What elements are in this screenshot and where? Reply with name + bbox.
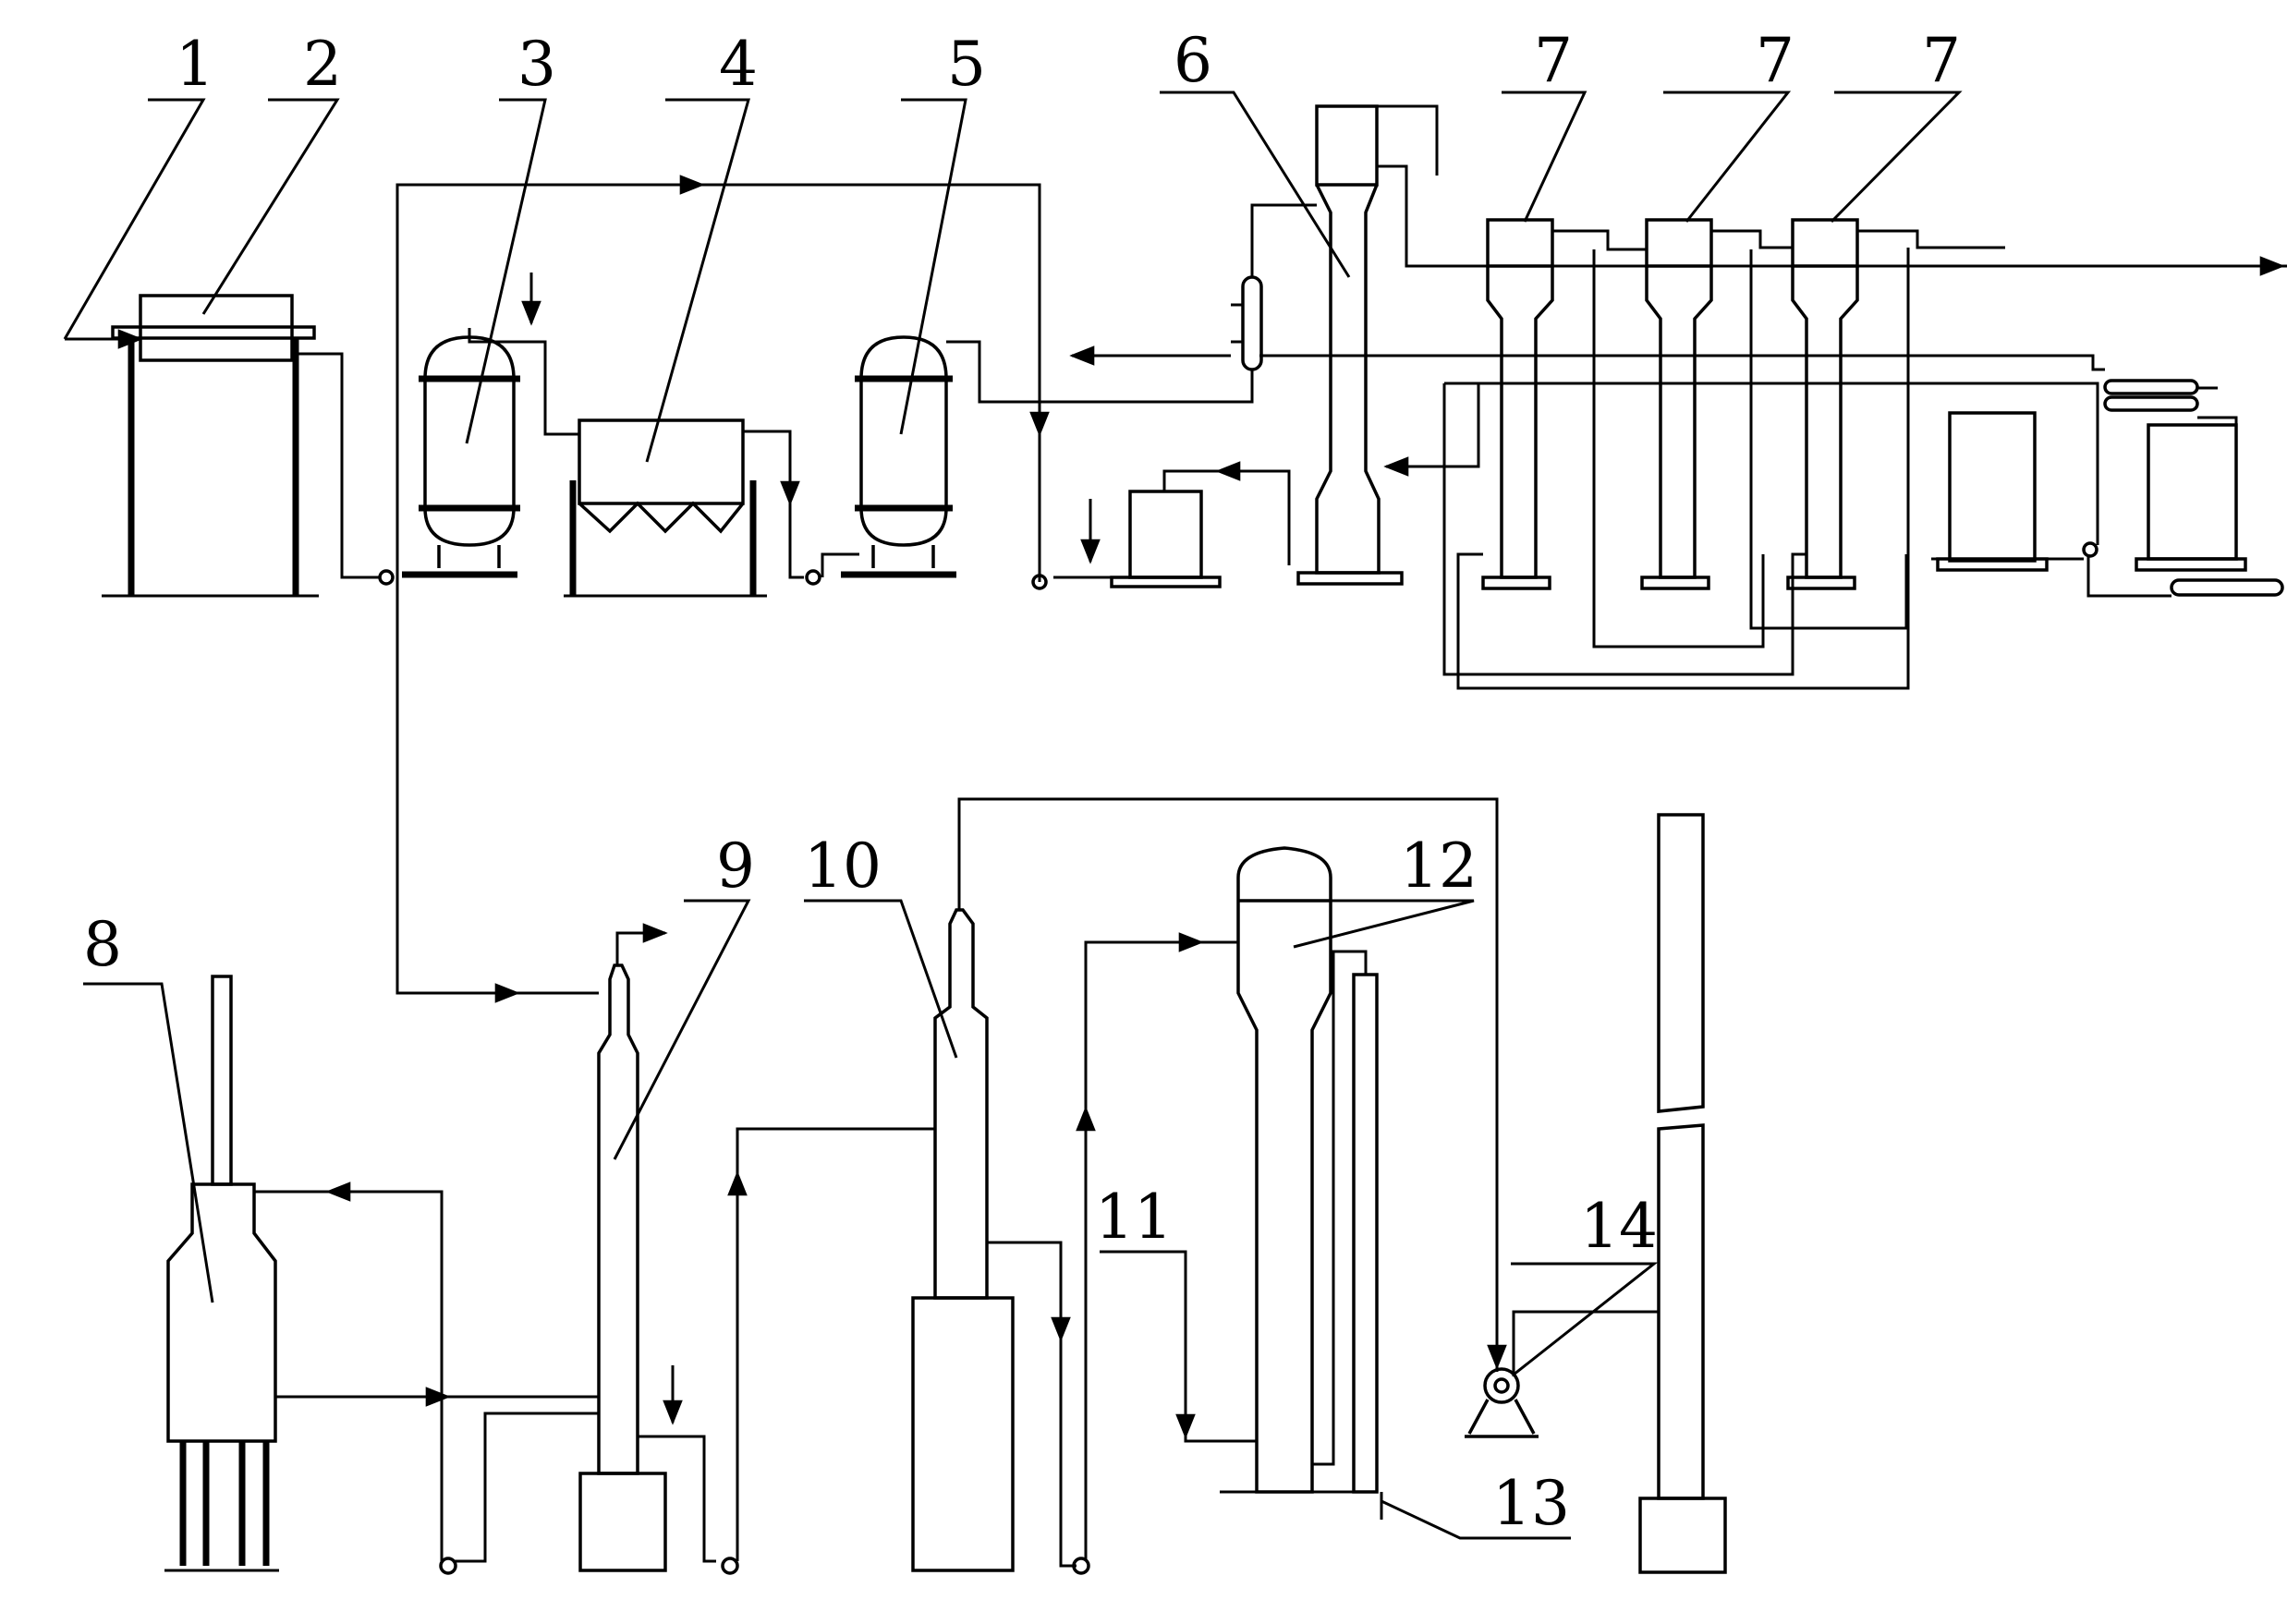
label-4: 4 [719, 29, 758, 100]
equipment-3-vessel [402, 328, 520, 578]
equipment-2-feed-tank [65, 294, 319, 598]
equipment-labels: 1 2 3 4 5 6 7 7 7 8 9 10 11 12 13 14 [83, 25, 1961, 1539]
label-6: 6 [1174, 25, 1212, 96]
equipment-4-mixer [564, 418, 767, 598]
equipment-10-column [911, 908, 1015, 1572]
leader-lines [63, 91, 1963, 1540]
condenser-coil [2103, 379, 2284, 597]
label-5: 5 [947, 29, 986, 100]
receiver-tank [1936, 411, 2049, 572]
label-10: 10 [804, 830, 882, 902]
equipment-7-column-a [1481, 218, 1554, 590]
label-12: 12 [1400, 830, 1478, 902]
top-piping [292, 104, 2287, 690]
label-2: 2 [303, 29, 342, 100]
label-3: 3 [517, 29, 556, 100]
label-11: 11 [1095, 1182, 1173, 1253]
label-8: 8 [83, 909, 122, 980]
equipment-9-column [578, 963, 667, 1572]
equipment-5-vessel [841, 335, 956, 578]
intermediate-tank [1110, 490, 1222, 588]
label-7-b: 7 [1756, 25, 1794, 96]
equipment-8-furnace [164, 975, 279, 1572]
label-7-c: 7 [1922, 25, 1961, 96]
equipment-14-fan [1465, 1367, 1539, 1438]
pump-bottom [439, 1557, 1090, 1575]
label-9: 9 [716, 830, 755, 902]
equipment-7-column-c [1786, 218, 1859, 590]
pump-top [378, 541, 2098, 590]
exhaust-stack [1638, 813, 1727, 1574]
label-1: 1 [176, 29, 214, 100]
bottom-piping [254, 577, 1659, 1568]
label-14: 14 [1580, 1191, 1658, 1262]
equipment-6-column [1231, 104, 1404, 586]
equipment-7-column-b [1640, 218, 1713, 590]
label-7-a: 7 [1534, 25, 1573, 96]
label-13: 13 [1492, 1468, 1570, 1539]
